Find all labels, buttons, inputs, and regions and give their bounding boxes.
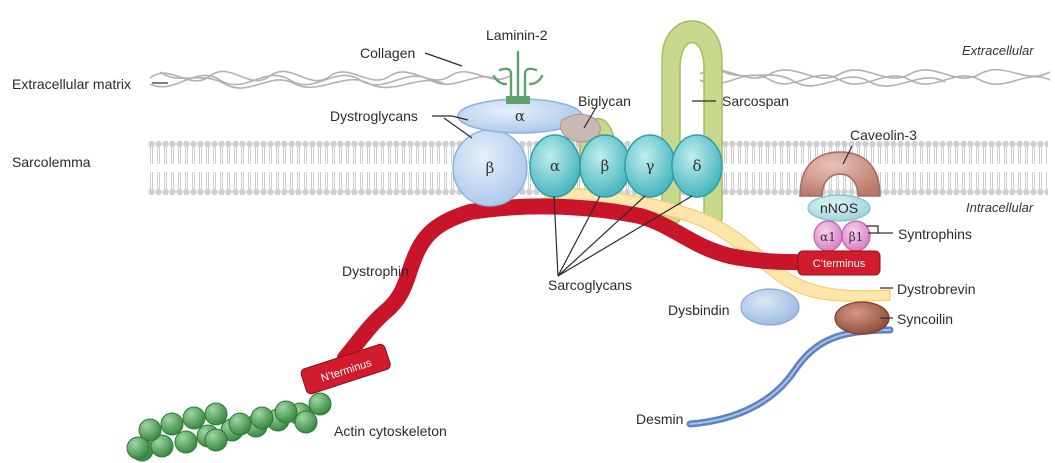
- syntrophin-beta1-symbol: β1: [849, 230, 864, 244]
- label-dysbindin: Dysbindin: [668, 302, 729, 318]
- label-sarcoglycans: Sarcoglycans: [548, 277, 632, 293]
- label-intracellular-region: Intracellular: [966, 200, 1034, 215]
- actin-bead: [183, 407, 205, 429]
- sarcoglycan-beta-symbol: β: [601, 157, 610, 175]
- syntrophin-alpha1-symbol: α1: [820, 230, 836, 244]
- label-actin-cytoskeleton: Actin cytoskeleton: [334, 423, 447, 439]
- label-biglycan: Biglycan: [578, 93, 631, 109]
- nnos-label: nNOS: [820, 200, 858, 216]
- label-collagen: Collagen: [360, 45, 415, 61]
- sarcoglycan-gamma-symbol: γ: [646, 157, 655, 175]
- label-sarcospan: Sarcospan: [722, 93, 789, 109]
- actin-bead: [309, 393, 331, 415]
- c-terminus-label: C’terminus: [813, 258, 866, 270]
- sarcoglycan-alpha-symbol: α: [550, 157, 560, 175]
- label-extracellular-region: Extracellular: [962, 43, 1034, 58]
- actin-bead: [275, 401, 297, 423]
- actin-bead: [295, 411, 317, 433]
- actin-bead: [205, 403, 227, 425]
- actin-bead: [127, 437, 149, 459]
- label-extracellular-matrix: Extracellular matrix: [12, 76, 131, 92]
- actin-bead: [161, 413, 183, 435]
- label-syncoilin: Syncoilin: [897, 311, 953, 327]
- actin-bead: [175, 431, 197, 453]
- label-syntrophins: Syntrophins: [898, 226, 972, 242]
- actin-bead: [229, 413, 251, 435]
- actin-cytoskeleton: [127, 393, 331, 461]
- dysbindin-protein: [741, 289, 799, 325]
- dystroglycan-alpha-symbol: α: [515, 107, 525, 125]
- laminin-2: [494, 52, 542, 98]
- collagen-fibers: [150, 70, 1050, 88]
- dystroglycan-beta-symbol: β: [486, 159, 495, 177]
- label-dystroglycans: Dystroglycans: [330, 108, 418, 124]
- label-caveolin-3: Caveolin-3: [850, 127, 917, 143]
- laminin-base: [506, 96, 530, 104]
- sarcoglycan-delta-symbol: δ: [692, 157, 701, 175]
- label-laminin: Laminin-2: [486, 27, 548, 43]
- label-desmin: Desmin: [636, 411, 683, 427]
- label-dystrophin: Dystrophin: [342, 263, 409, 279]
- label-sarcolemma: Sarcolemma: [12, 154, 91, 170]
- actin-bead: [205, 429, 227, 451]
- actin-bead: [251, 407, 273, 429]
- label-dystrobrevin: Dystrobrevin: [897, 281, 976, 297]
